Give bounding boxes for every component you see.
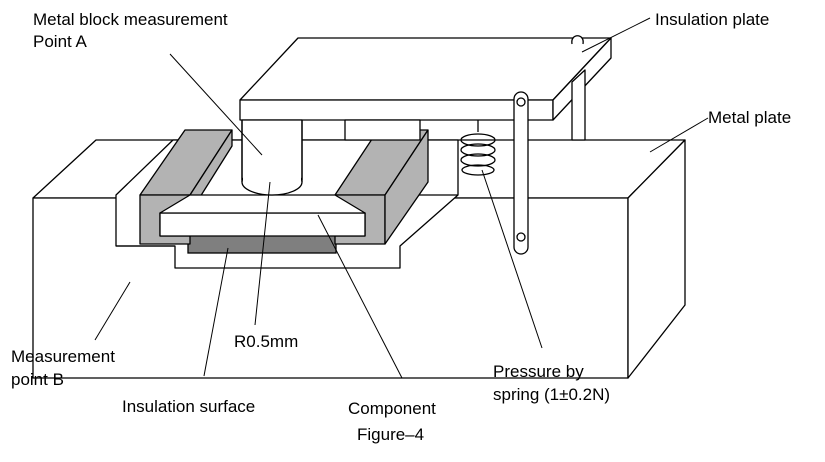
- plate-knob: [571, 35, 584, 45]
- component-right-terminal-side: [384, 129, 429, 245]
- metal-block-cylinder: [241, 119, 303, 196]
- label-insulation-surface: Insulation surface: [122, 397, 255, 416]
- plate-support-post: [571, 69, 586, 141]
- rod-pin-bottom: [516, 232, 526, 242]
- spring: [460, 120, 496, 176]
- plate-spacer: [344, 119, 421, 141]
- label-pressure-line1: Pressure by: [493, 362, 584, 381]
- label-point-a-line1: Metal block measurement: [33, 10, 228, 29]
- component: [139, 129, 429, 245]
- label-point-a-line2: Point A: [33, 32, 88, 51]
- clamp-rod: [513, 91, 529, 255]
- figure-caption: Figure–4: [357, 425, 424, 444]
- insulation-plate: [239, 35, 612, 141]
- rod-pin-top: [516, 97, 526, 107]
- component-body: [159, 212, 366, 237]
- label-metal-plate: Metal plate: [708, 108, 791, 127]
- component-body-top: [159, 194, 366, 214]
- label-point-b-line2: point B: [11, 370, 64, 389]
- label-point-b-line1: Measurement: [11, 347, 115, 366]
- label-insulation-plate: Insulation plate: [655, 10, 769, 29]
- label-component: Component: [348, 399, 436, 418]
- labels: Metal block measurement Point A Insulati…: [11, 10, 791, 444]
- leader-lines: [94, 17, 709, 379]
- label-pressure-line2: spring (1±0.2N): [493, 385, 610, 404]
- label-radius: R0.5mm: [234, 332, 298, 351]
